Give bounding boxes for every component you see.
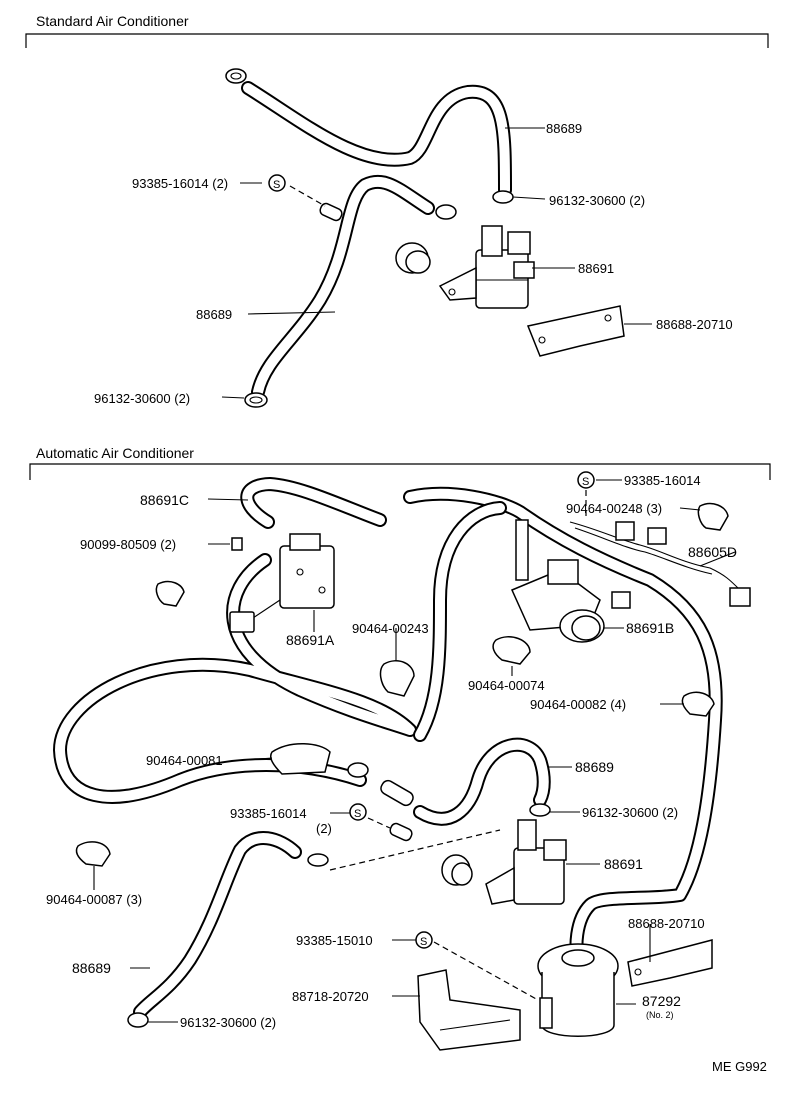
s-mark-icon: S [415, 931, 433, 949]
label-88689-mid: 88689 [575, 759, 614, 775]
label-90464-00243: 90464-00243 [352, 621, 429, 636]
label-88689-top: 88689 [546, 121, 582, 136]
label-90464-00074: 90464-00074 [468, 678, 545, 693]
label-88691a: 88691A [286, 632, 335, 648]
svg-text:S: S [354, 808, 361, 820]
clip-90464-00074 [492, 636, 531, 665]
clip-90464-00248 [697, 502, 729, 531]
label-88688-20710: 88688-20710 [656, 317, 733, 332]
clip-icon [155, 580, 185, 607]
bolt-icon [231, 537, 243, 551]
label-93385-15010: 93385-15010 [296, 933, 373, 948]
clip-90464-00087 [75, 841, 111, 867]
hose-inner-loop [413, 501, 507, 742]
label-90464-00248: 90464-00248 (3) [566, 501, 662, 516]
clip-90464-00082 [681, 691, 715, 717]
label-88691c: 88691C [140, 492, 189, 508]
hose-clamp-icon [127, 1012, 149, 1028]
hose-right-long [403, 486, 723, 967]
hose-88689-left-bottom [133, 831, 302, 1019]
clip-90464-00081 [270, 743, 331, 775]
label-96132-30600-mid: 96132-30600 (2) [582, 805, 678, 820]
label-88718-20720: 88718-20720 [292, 989, 369, 1004]
vacuum-tank-icon [537, 943, 619, 1037]
s-mark-icon: S [577, 471, 595, 489]
label-90099-80509: 90099-80509 (2) [80, 537, 176, 552]
hose-88689-top [241, 81, 512, 197]
standard-section-title: Standard Air Conditioner [36, 13, 189, 29]
automatic-section-frame: Automatic Air Conditioner [29, 445, 771, 480]
label-93385-16014-mid-qty: (2) [316, 821, 332, 836]
automatic-section-title: Automatic Air Conditioner [36, 445, 194, 461]
rubber-filter [395, 242, 431, 274]
label-93385-16014: 93385-16014 (2) [132, 176, 228, 191]
rubber-filter-auto [441, 854, 473, 886]
clip-90464-00243 [379, 660, 415, 697]
label-93385-16014-top: 93385-16014 [624, 473, 701, 488]
vacuum-switching-valve-88691a [229, 533, 335, 633]
s-mark-icon: S [349, 803, 367, 821]
wire-harness-88605d [569, 521, 751, 609]
bracket-88718-20720 [417, 969, 521, 1051]
large-loop-hose [53, 553, 417, 804]
label-88689-left: 88689 [196, 307, 232, 322]
label-96132-30600-top: 96132-30600 (2) [549, 193, 645, 208]
hose-clamp-icon [244, 392, 268, 408]
bracket-icon [526, 305, 625, 357]
label-87292-no: (No. 2) [646, 1010, 674, 1020]
tube-piece [319, 202, 343, 222]
label-96132-30600-bottom: 96132-30600 (2) [94, 391, 190, 406]
label-90464-00087: 90464-00087 (3) [46, 892, 142, 907]
label-88688-20710-auto: 88688-20710 [628, 916, 705, 931]
standard-section-frame: Standard Air Conditioner [25, 13, 769, 48]
hose-88689-left [251, 174, 435, 399]
label-93385-16014-mid: 93385-16014 [230, 806, 307, 821]
hose-clamp-icon [225, 68, 247, 84]
vacuum-switching-valve-88691b [510, 519, 605, 643]
hose-clamp-icon [307, 762, 551, 867]
label-90464-00081: 90464-00081 [146, 753, 223, 768]
label-90464-00082: 90464-00082 (4) [530, 697, 626, 712]
label-88605d: 88605D [688, 544, 737, 560]
label-96132-30600-bottom-auto: 96132-30600 (2) [180, 1015, 276, 1030]
bracket-88688-20710 [627, 939, 713, 987]
svg-text:S: S [582, 476, 589, 488]
hose-88691c [240, 477, 387, 529]
hose-clamp-icon [435, 190, 514, 220]
diagram-code: ME G992 [712, 1059, 767, 1074]
tube-piece-mid [380, 779, 414, 842]
label-88689-left-auto: 88689 [72, 960, 111, 976]
label-87292: 87292 [642, 993, 681, 1009]
label-88691-auto: 88691 [604, 856, 643, 872]
s-mark-icon: S [268, 174, 286, 192]
svg-text:S: S [273, 179, 280, 191]
label-88691b: 88691B [626, 620, 674, 636]
label-88691: 88691 [578, 261, 614, 276]
hose-88689-mid [413, 737, 551, 826]
vacuum-switching-valve-88691-auto [485, 819, 567, 905]
vacuum-switching-valve-icon [438, 225, 535, 309]
svg-text:S: S [420, 936, 427, 948]
